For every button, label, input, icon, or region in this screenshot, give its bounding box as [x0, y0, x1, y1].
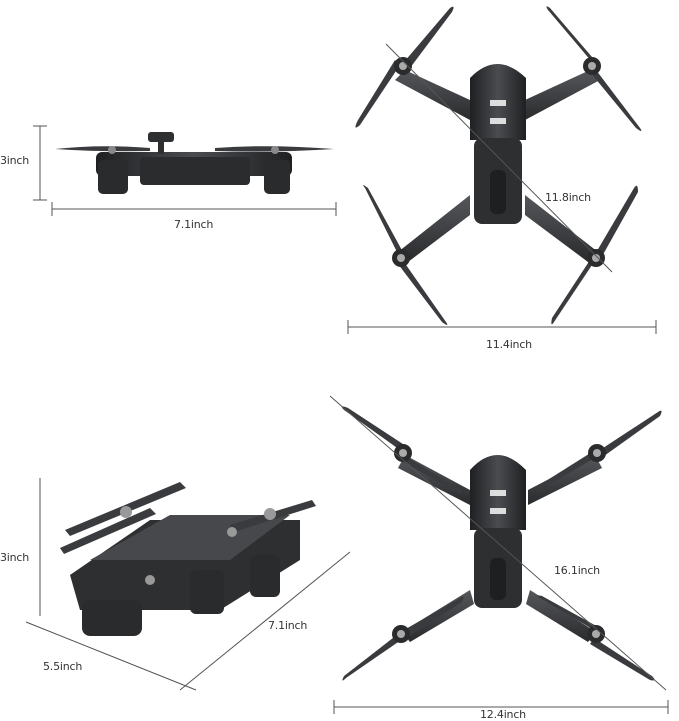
- angled-view-height-label: 3inch: [0, 551, 30, 564]
- top-view-unfolded-diagonal-label: 16.1inch: [554, 564, 600, 577]
- side-view-width-label: 7.1inch: [174, 218, 214, 231]
- top-view-folded-diagonal-label: 11.8inch: [545, 191, 591, 204]
- top-view-folded-drone: [355, 6, 642, 325]
- angled-view-depth-label: 5.5inch: [43, 660, 83, 673]
- angled-view-length-label: 7.1inch: [268, 619, 308, 632]
- top-view-unfolded-drone: [341, 406, 662, 681]
- side-view-dimension-lines: [33, 125, 337, 216]
- top-view-folded-width-label: 11.4inch: [486, 338, 532, 351]
- side-view-drone: [55, 132, 334, 194]
- side-view-height-label: 3inch: [0, 154, 30, 167]
- angled-view-drone: [60, 482, 316, 636]
- top-view-unfolded-width-label: 12.4inch: [480, 708, 526, 721]
- top-view-folded-dimension-lines: [347, 43, 657, 334]
- top-view-unfolded-dimension-lines: [329, 395, 669, 714]
- angled-view-dimension-lines: [25, 478, 351, 691]
